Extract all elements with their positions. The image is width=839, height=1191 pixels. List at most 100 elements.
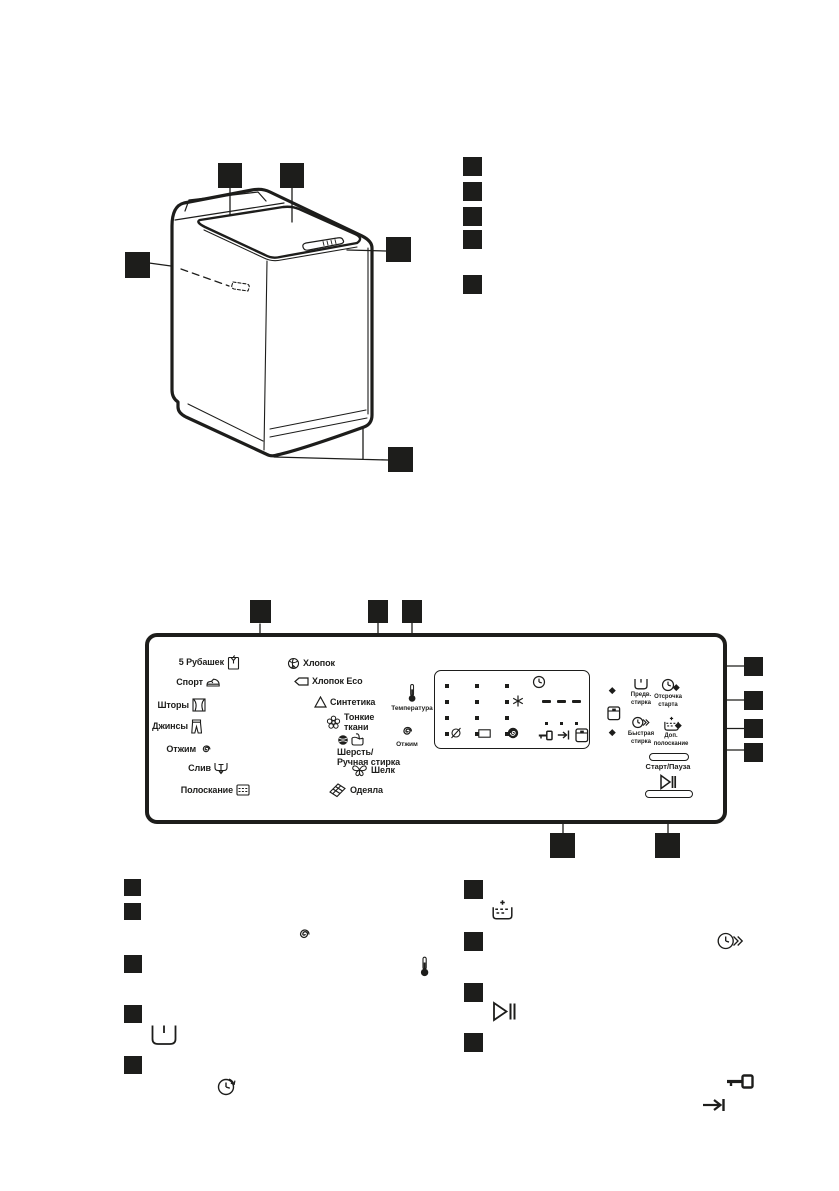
delay-clock-icon [661,678,675,692]
sneaker-icon [206,678,220,687]
callout-marker [368,600,388,623]
program-cotton-eco: Хлопок Eco [294,676,376,686]
shirt-icon [227,655,240,670]
program-wool-handwash: Шерсть/ Ручная стирка [337,733,421,767]
legend-marker [463,230,482,249]
rinse-hold-icon [478,729,491,738]
callout-marker [386,237,411,262]
cycle-end-icon [557,730,570,740]
callout-marker [402,600,422,623]
extra-rinse-icon [663,716,679,731]
spin-spiral-icon [202,745,211,753]
program-sport: Спорт [146,677,220,688]
program-delicates: Тонкие ткани [326,712,398,732]
machine-drawing [170,187,374,458]
segment-dash [572,700,581,703]
program-cotton: Хлопок [287,657,357,670]
indicator-led [505,700,509,704]
delay-start-button: Отсрочка старта [648,678,688,709]
indicator-led [575,722,578,725]
handwash-tub-icon [351,733,364,746]
callout-marker [744,691,763,710]
play-pause-icon [660,774,677,790]
wool-ball-icon [338,734,348,745]
callout-marker [218,163,242,188]
play-pause-icon [493,1001,516,1022]
indicator-led [475,700,479,704]
indicator-led [445,716,449,720]
indicator-led [475,732,479,736]
blanket-icon [329,783,346,798]
door-locked-icon [575,728,589,743]
machine-callout-lines [148,187,389,461]
synthetics-triangle-icon [314,696,327,708]
spin-control: Отжим [382,723,432,748]
callout-marker [744,719,763,738]
legend-marker [463,275,482,294]
program-drain: Слив [156,762,228,775]
key-icon [727,1074,754,1089]
legend-marker [463,182,482,201]
key-icon [538,730,553,741]
legend-marker [464,983,483,1002]
indicator-led [545,722,548,725]
legend-marker [124,1056,142,1074]
indicator-led [445,732,449,736]
indicator-led [475,684,479,688]
jeans-icon [191,719,202,734]
program-rinse: Полоскание [151,784,250,796]
drain-icon [214,763,228,775]
callout-marker [280,163,304,188]
legend-marker [124,955,142,973]
program-silk: Шелк [351,764,413,777]
cycle-end-icon [703,1099,725,1111]
indicator-led [445,684,449,688]
temperature-control: Температура [383,683,441,712]
thermometer-icon [408,684,416,702]
legend-marker [124,903,141,920]
door-locked-icon [607,706,621,721]
extra-rinse-icon [492,900,513,920]
program-spin: Отжим [141,742,213,756]
silk-butterfly-icon [352,765,367,777]
legend-marker [124,1005,142,1023]
wool-handwash-icon [337,733,421,746]
delay-clock-icon [217,1078,236,1096]
program-duvet: Одеяла [328,782,406,798]
callout-marker [388,447,413,472]
indicator-led [560,722,563,725]
rinse-icon [236,784,250,796]
legend-marker [464,932,483,951]
legend-marker [464,880,483,899]
no-spin-icon [451,727,461,739]
start-pause-label: Старт/Пауза [645,762,691,771]
prewash-button: Предв. стирка [625,678,657,707]
start-pause-bar [645,790,693,798]
segment-dash [557,700,566,703]
program-jeans: Джинсы [128,719,202,734]
star-icon [512,695,524,707]
curtain-icon [192,698,206,712]
callout-marker [744,657,763,676]
cotton-icon [287,657,300,670]
night-cycle-icon [507,727,519,739]
quick-wash-icon [632,716,650,729]
indicator-led [505,684,509,688]
program-5-shirts: 5 Рубашек [150,655,240,670]
prewash-tub-icon [151,1025,177,1045]
start-pause-bar [649,753,689,761]
cotton-eco-tag-icon [294,676,309,686]
indicator-led [445,700,449,704]
legend-marker [463,157,482,176]
legend-marker [464,1033,483,1052]
control-panel-diagram [145,633,727,824]
quick-wash-button: Быстрая стирка [621,716,661,746]
spin-spiral-icon [299,929,310,939]
delay-clock-icon [532,675,546,689]
legend-marker [463,207,482,226]
callout-marker [655,833,680,858]
program-curtains: Шторы [134,698,206,712]
callout-marker [125,252,150,278]
indicator-led [475,716,479,720]
